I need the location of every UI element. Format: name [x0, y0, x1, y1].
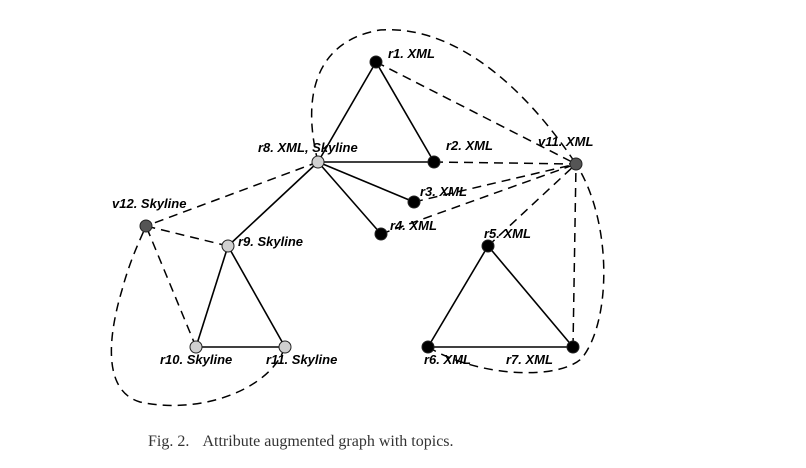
- dashed-edge-r5-v11: [487, 163, 577, 247]
- dashed-edge-r3-v11: [413, 163, 577, 203]
- node-v11: [569, 157, 583, 171]
- node-r2: [427, 155, 441, 169]
- node-r3: [407, 195, 421, 209]
- node-label-r6: r6. XML: [424, 352, 471, 367]
- node-label-r8: r8. XML, Skyline: [258, 140, 358, 155]
- node-r4: [374, 227, 388, 241]
- node-r9: [221, 239, 235, 253]
- dashed-edge-r9-v12: [145, 225, 229, 247]
- node-label-r1: r1. XML: [388, 46, 435, 61]
- node-label-r7: r7. XML: [506, 352, 553, 367]
- dashed-edge-r1-v11: [375, 61, 577, 165]
- solid-edge-r5-r7: [487, 245, 574, 348]
- node-r5: [481, 239, 495, 253]
- dashed-edge-r11-v12-curve: [110, 225, 286, 407]
- node-label-r11: r11. Skyline: [266, 352, 337, 367]
- node-label-r2: r2. XML: [446, 138, 493, 153]
- dashed-edge-r8-v12: [145, 161, 319, 227]
- node-r11: [278, 340, 292, 354]
- solid-edge-r5-r6: [427, 245, 489, 348]
- node-label-r5: r5. XML: [484, 226, 531, 241]
- caption-text: Attribute augmented graph with topics.: [202, 433, 453, 450]
- nodes: [139, 55, 583, 354]
- node-label-r10: r10. Skyline: [160, 352, 232, 367]
- figure-caption: Fig. 2. Attribute augmented graph with t…: [148, 433, 454, 450]
- node-labels: r1. XML r2. XML r3. XML r4. XML r5. XML r6. X…: [112, 46, 593, 367]
- node-label-r3: r3. XML: [420, 184, 467, 199]
- dashed-edge-r4-v11: [380, 163, 577, 235]
- solid-edge-r1-r8: [317, 61, 377, 163]
- node-label-r4: r4. XML: [390, 218, 437, 233]
- node-r10: [189, 340, 203, 354]
- solid-edge-r8-r4: [317, 161, 382, 235]
- solid-edges: [195, 61, 574, 348]
- node-r1: [369, 55, 383, 69]
- caption-prefix: Fig. 2.: [148, 433, 189, 450]
- dashed-edge-r8-v11-curve: [310, 28, 577, 165]
- node-r7: [566, 340, 580, 354]
- solid-edge-r1-r2: [375, 61, 435, 163]
- dashed-edge-r10-v12: [145, 225, 197, 348]
- solid-edge-r8-r9: [227, 161, 319, 247]
- node-label-r9: r9. Skyline: [238, 234, 303, 249]
- node-label-v11: v11. XML: [538, 134, 593, 149]
- dashed-edge-r2-v11: [433, 161, 577, 165]
- node-r6: [421, 340, 435, 354]
- solid-edge-r9-r11: [227, 245, 286, 348]
- solid-edge-r9-r10: [195, 245, 229, 348]
- node-v12: [139, 219, 153, 233]
- dashed-edge-r7-v11: [572, 163, 577, 348]
- dashed-edges: [110, 28, 605, 407]
- node-label-v12: v12. Skyline: [112, 196, 186, 211]
- solid-edge-r8-r3: [317, 161, 415, 203]
- node-r8: [311, 155, 325, 169]
- dashed-edge-r6-v11-curve: [427, 163, 605, 374]
